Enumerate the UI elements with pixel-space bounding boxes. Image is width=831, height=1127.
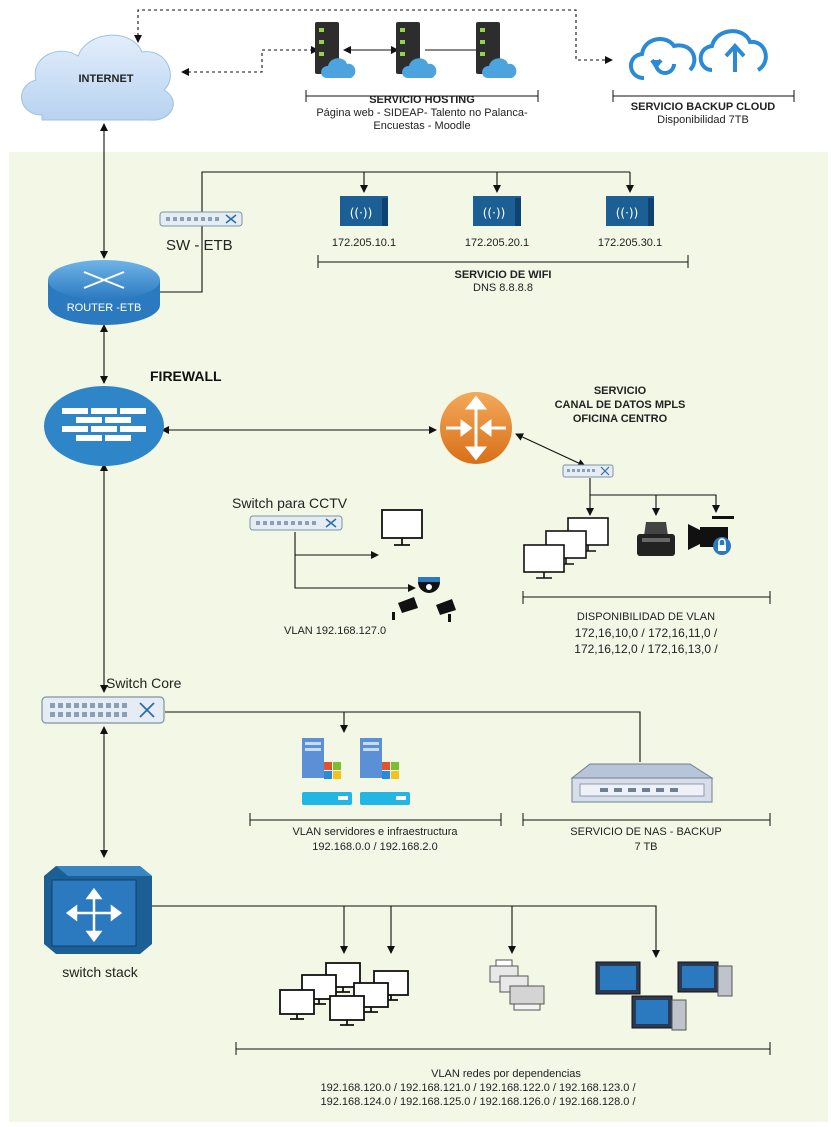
vlan-avail-line2: 172,16,12,0 / 172,16,13,0 / bbox=[574, 642, 718, 656]
cctv-switch-label: Switch para CCTV bbox=[232, 495, 348, 511]
mpls-line3: OFICINA CENTRO bbox=[573, 413, 668, 425]
printer-icon bbox=[637, 522, 675, 556]
backup-cloud-title: SERVICIO BACKUP CLOUD bbox=[631, 101, 776, 113]
hosting-server-icon bbox=[476, 22, 517, 78]
cctv-vlan-label: VLAN 192.168.127.0 bbox=[284, 625, 386, 637]
internet-label: INTERNET bbox=[79, 73, 134, 85]
servers-sub: 192.168.0.0 / 192.168.2.0 bbox=[312, 841, 437, 853]
internet-cloud-icon bbox=[21, 34, 174, 121]
hosting-line1: Página web - SIDEAP- Talento no Palanca- bbox=[316, 107, 528, 119]
vlan-avail-title: DISPONIBILIDAD DE VLAN bbox=[577, 611, 715, 623]
wifi-ap-icon: ((·)) bbox=[340, 196, 388, 226]
workstations-icon bbox=[279, 962, 409, 1026]
deps-title: VLAN redes por dependencias bbox=[431, 1068, 581, 1080]
sw-etb-switch-icon bbox=[159, 211, 243, 227]
wifi-ip-2: 172.205.20.1 bbox=[465, 237, 529, 249]
deps-line1: 192.168.120.0 / 192.168.121.0 / 192.168.… bbox=[321, 1082, 637, 1094]
router-icon bbox=[48, 260, 160, 325]
windows-server-icon bbox=[302, 738, 352, 805]
cctv-switch-icon bbox=[249, 515, 343, 531]
wifi-ap-icon: ((·)) bbox=[473, 196, 521, 226]
firewall-label: FIREWALL bbox=[150, 368, 222, 384]
connectors bbox=[100, 9, 720, 958]
svg-text:((·)): ((·)) bbox=[483, 206, 506, 220]
wifi-dns: DNS 8.8.8.8 bbox=[473, 282, 533, 294]
switch-core-icon bbox=[41, 696, 165, 724]
bullet-camera-icon bbox=[392, 597, 456, 622]
dome-camera-icon bbox=[418, 577, 440, 593]
desktop-computers-icon bbox=[595, 961, 733, 1031]
deps-line2: 192.168.124.0 / 192.168.125.0 / 192.168.… bbox=[321, 1096, 637, 1108]
vlan-avail-line1: 172,16,10,0 / 172,16,11,0 / bbox=[575, 626, 718, 640]
nas-sub: 7 TB bbox=[634, 841, 657, 853]
router-label: ROUTER -ETB bbox=[67, 302, 142, 314]
backup-cloud-sub: Disponibilidad 7TB bbox=[657, 114, 749, 126]
switch-stack-icon bbox=[44, 866, 152, 954]
monitor-icon bbox=[523, 517, 609, 579]
mpls-line2: CANAL DE DATOS MPLS bbox=[555, 399, 686, 411]
security-camera-lock-icon bbox=[688, 516, 734, 555]
nas-title: SERVICIO DE NAS - BACKUP bbox=[570, 826, 721, 838]
cloud-upload-icon bbox=[698, 29, 768, 72]
wifi-title: SERVICIO DE WIFI bbox=[455, 269, 552, 281]
hosting-line2: Encuestas - Moodle bbox=[373, 120, 470, 132]
hosting-server-icon bbox=[396, 22, 437, 78]
mpls-line1: SERVICIO bbox=[594, 385, 647, 397]
brackets bbox=[235, 90, 795, 1055]
cctv-monitor-icon bbox=[381, 509, 423, 546]
printers-icon bbox=[489, 959, 545, 1011]
hosting-server-icon bbox=[315, 22, 356, 78]
svg-text:((·)): ((·)) bbox=[350, 206, 373, 220]
hosting-title: SERVICIO HOSTING bbox=[369, 94, 475, 106]
firewall-icon bbox=[44, 386, 164, 466]
wifi-ip-1: 172.205.10.1 bbox=[332, 237, 396, 249]
wifi-ap-icon: ((·)) bbox=[606, 196, 654, 226]
mpls-router-icon bbox=[440, 392, 512, 464]
stack-label: switch stack bbox=[62, 964, 138, 980]
sw-etb-label: SW - ETB bbox=[166, 237, 233, 254]
wifi-ip-3: 172.205.30.1 bbox=[598, 237, 662, 249]
switch-core-label: Switch Core bbox=[106, 675, 182, 691]
servers-title: VLAN servidores e infraestructura bbox=[292, 826, 458, 838]
svg-text:((·)): ((·)) bbox=[616, 206, 639, 220]
cloud-sync-icon bbox=[629, 37, 697, 80]
nas-storage-icon bbox=[570, 763, 714, 803]
windows-server-icon bbox=[360, 738, 410, 805]
mpls-switch-icon bbox=[562, 464, 614, 478]
